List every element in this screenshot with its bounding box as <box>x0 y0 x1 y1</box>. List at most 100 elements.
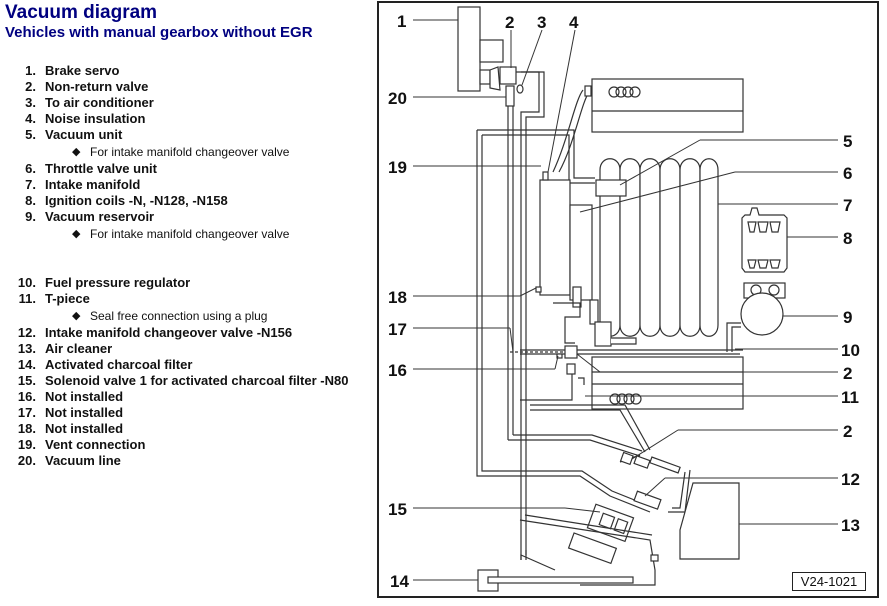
legend-item: 5. Vacuum unit <box>0 127 370 143</box>
callout-19: 19 <box>388 158 407 177</box>
callout-3: 3 <box>537 13 546 32</box>
throttle-valve-unit <box>569 204 593 301</box>
legend-note-text: Seal free connection using a plug <box>90 309 268 323</box>
legend-number: 6. <box>25 161 36 176</box>
legend-item: 4. Noise insulation <box>0 111 370 127</box>
legend-number: 10. <box>17 275 36 290</box>
callout-2-bottom: 2 <box>843 422 852 441</box>
legend-item: 11. T-piece <box>0 291 370 307</box>
legend-label: Not installed <box>45 389 124 404</box>
legend-label: Vacuum unit <box>45 127 123 142</box>
legend-note: ◆For intake manifold changeover valve <box>0 143 370 161</box>
parts-legend: 1. Brake servo 2. Non-return valve 3. To ai… <box>0 63 370 469</box>
legend-number: 3. <box>25 95 36 110</box>
legend-label: Intake manifold changeover valve -N156 <box>45 325 293 340</box>
legend-item: 18. Not installed <box>0 421 370 437</box>
callout-17: 17 <box>388 320 407 339</box>
vacuum-line-fitting <box>505 85 515 107</box>
engine-cover-top <box>591 78 744 133</box>
legend-item: 19.Vent connection <box>0 437 370 453</box>
legend-number: 2. <box>25 79 36 94</box>
filter-housing <box>539 179 571 296</box>
legend-label: Ignition coils -N, -N128, -N158 <box>45 193 228 208</box>
legend-number: 17. <box>17 405 36 420</box>
legend-item: 2. Non-return valve <box>0 79 370 95</box>
legend-number: 5. <box>25 127 36 142</box>
legend-number: 7. <box>25 177 36 192</box>
callout-14: 14 <box>390 572 409 591</box>
legend-label: Air cleaner <box>45 341 113 356</box>
legend-item: 8. Ignition coils -N, -N128, -N158 <box>0 193 370 209</box>
ignition-coils <box>741 207 788 299</box>
callout-11: 11 <box>841 388 859 407</box>
callout-20: 20 <box>388 89 407 108</box>
callout-5: 5 <box>843 132 852 151</box>
legend-label: Non-return valve <box>45 79 149 94</box>
non-return-valve-top <box>499 66 517 85</box>
legend-label: Brake servo <box>45 63 120 78</box>
vacuum-diagram-frame <box>377 1 879 598</box>
legend-number: 9. <box>25 209 36 224</box>
legend-item: 20. Vacuum line <box>0 453 370 469</box>
legend-number: 18. <box>17 421 36 436</box>
legend-label: To air conditioner <box>45 95 154 110</box>
legend-note-text: For intake manifold changeover valve <box>90 227 290 241</box>
callout-7: 7 <box>843 196 852 215</box>
legend-item: 13. Air cleaner <box>0 341 370 357</box>
legend-item: 1. Brake servo <box>0 63 370 79</box>
legend-number: 11. <box>18 291 36 306</box>
legend-label: Intake manifold <box>45 177 141 192</box>
legend-item: 7. Intake manifold <box>0 177 370 193</box>
air-conditioner-port <box>516 84 524 94</box>
legend-number: 4. <box>25 111 36 126</box>
callout-12: 12 <box>841 470 860 489</box>
callout-9: 9 <box>843 308 852 327</box>
legend-label: T-piece <box>45 291 90 306</box>
legend-label: Not installed <box>45 421 124 436</box>
brake-servo <box>457 6 504 92</box>
callout-6: 6 <box>843 164 852 183</box>
callout-8: 8 <box>843 229 852 248</box>
callout-1: 1 <box>397 12 406 31</box>
callout-13: 13 <box>841 516 860 535</box>
page-title: Vacuum diagram <box>5 2 158 23</box>
diamond-bullet-icon: ◆ <box>72 310 81 322</box>
legend-item: 15. Solenoid valve 1 for activated charco… <box>0 373 370 389</box>
legend-number: 19. <box>17 437 36 452</box>
legend-label: Throttle valve unit <box>45 161 157 176</box>
diagram-reference-code: V24-1021 <box>792 572 866 591</box>
legend-number: 15. <box>17 373 36 388</box>
legend-label: Vacuum line <box>45 453 121 468</box>
legend-item: 17.Not installed <box>0 405 370 421</box>
legend-note-text: For intake manifold changeover valve <box>90 145 290 159</box>
legend-number: 12. <box>17 325 36 340</box>
legend-label: Fuel pressure regulator <box>45 275 191 290</box>
fuel-pressure-regulator <box>564 345 578 359</box>
callout-18: 18 <box>388 288 407 307</box>
legend-label: Vacuum reservoir <box>45 209 155 224</box>
legend-item: 10. Fuel pressure regulator <box>0 275 370 291</box>
engine-cover-bottom <box>591 356 744 410</box>
legend-item: 9. Vacuum reservoir <box>0 209 370 225</box>
legend-number: 20. <box>17 453 36 468</box>
callout-15: 15 <box>388 500 407 519</box>
legend-label: Solenoid valve 1 for activated charcoal … <box>45 373 349 388</box>
legend-item: 16.Not installed <box>0 389 370 405</box>
air-cleaner <box>679 482 740 560</box>
vacuum-unit <box>595 179 627 197</box>
legend-item: 14. Activated charcoal filter <box>0 357 370 373</box>
legend-label: Noise insulation <box>45 111 146 126</box>
legend-number: 1. <box>25 63 36 78</box>
vacuum-reservoir <box>740 292 784 336</box>
legend-note: ◆ Seal free connection using a plug <box>0 307 370 325</box>
diamond-bullet-icon: ◆ <box>72 228 81 240</box>
legend-number: 14. <box>17 357 36 372</box>
legend-number: 13. <box>17 341 36 356</box>
t-piece <box>566 363 576 375</box>
callout-2-lower: 2 <box>843 364 852 383</box>
callout-2: 2 <box>505 13 514 32</box>
intake-manifold-changeover-valve <box>633 490 662 510</box>
legend-note: ◆ For intake manifold changeover valve <box>0 225 370 243</box>
legend-label: Activated charcoal filter <box>45 357 193 372</box>
legend-number: 8. <box>25 193 36 208</box>
